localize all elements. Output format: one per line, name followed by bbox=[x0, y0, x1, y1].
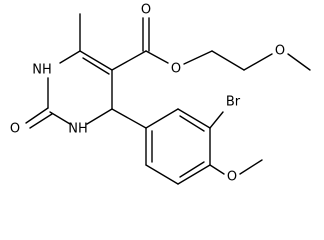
bond-ph5-ph6 bbox=[145, 164, 179, 185]
atom-label-nh-top: NH bbox=[32, 63, 52, 78]
bond-c2-o-double bbox=[29, 113, 53, 129]
bond-o-methyl-2 bbox=[239, 159, 263, 175]
atom-label-nh-bottom: NH bbox=[68, 122, 88, 137]
bond-ch2-ch2 bbox=[211, 50, 245, 71]
bond-ch2-o bbox=[243, 53, 273, 71]
bond-c6-c5-double bbox=[82, 57, 110, 75]
bond-ph4-ph5-double bbox=[179, 161, 205, 178]
atom-label-br: Br bbox=[226, 95, 241, 110]
bond-c5-ester-c bbox=[111, 50, 147, 71]
atom-label-o-ester-carbonyl: O bbox=[141, 3, 151, 18]
bond-ph1-ph2 bbox=[145, 108, 179, 129]
atom-label-o-ether: O bbox=[275, 44, 285, 59]
atom-label-o-methoxy: O bbox=[227, 170, 237, 185]
bond-ester-c-o bbox=[145, 50, 169, 64]
chemical-structure: NH NH O O O O Br O bbox=[10, 3, 311, 185]
bond-n3-c2 bbox=[49, 111, 71, 125]
bond-ph4-ph5 bbox=[177, 164, 211, 185]
bond-ph2-ph3 bbox=[177, 108, 211, 129]
atom-label-o-ester: O bbox=[171, 62, 181, 77]
bond-c6-c5 bbox=[79, 50, 113, 71]
bond-o-ch2 bbox=[183, 50, 213, 65]
bond-c4-n3 bbox=[86, 108, 113, 125]
bond-c2-o bbox=[25, 107, 49, 124]
bond-ph3-br bbox=[209, 111, 224, 129]
bond-o-methyl bbox=[287, 53, 311, 71]
bond-ph4-o bbox=[209, 164, 225, 175]
bond-n1-c6 bbox=[59, 50, 81, 64]
bond-c4-phenyl bbox=[111, 108, 147, 129]
bond-ph2-ph3-double bbox=[179, 115, 205, 132]
atom-label-o-carbonyl-ring: O bbox=[10, 122, 20, 137]
